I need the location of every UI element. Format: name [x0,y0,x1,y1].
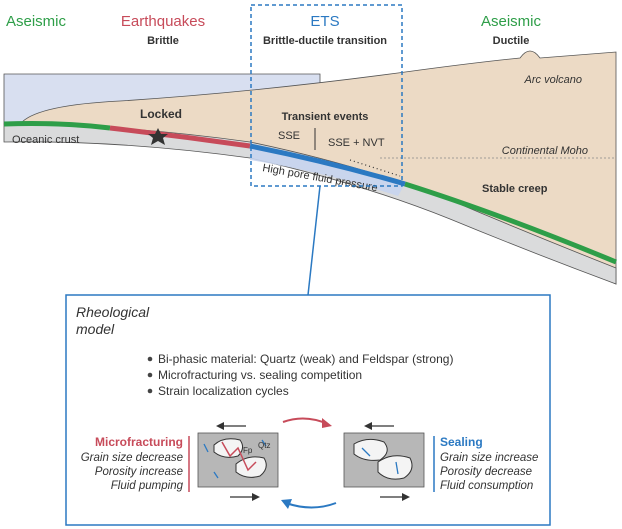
arrowhead-icon [216,422,224,430]
zone-aseismic-left: Aseismic [6,13,67,30]
sealing-sample [343,422,425,501]
stable-creep-label: Stable creep [482,183,548,195]
arrowhead-icon [252,493,260,501]
sealing-line-1: Grain size increase [440,452,538,464]
model-title-line1: Rheological [76,304,150,320]
arrowhead-icon [281,499,292,509]
microfracturing-sample: Fp Qtz [197,422,279,501]
sealing-line-3: Fluid consumption [440,480,533,492]
model-bullets: Bi-phasic material: Quartz (weak) and Fe… [147,352,453,398]
bullet-2: Microfracturing vs. sealing competition [158,368,362,382]
continental-moho-label: Continental Moho [502,145,588,157]
interface-aseismic-left [3,121,111,131]
bullet-dot [147,372,153,378]
microfracturing-line-3: Fluid pumping [111,480,184,492]
sse-nvt-label: SSE + NVT [328,137,385,149]
microfracturing-line-2: Porosity increase [95,466,183,478]
sse-label: SSE [278,130,300,142]
feldspar-grain [353,438,388,461]
nvt-dots [349,159,401,177]
zone-brittle: Brittle [147,35,179,47]
fracture-trace [221,441,257,472]
transient-events-label: Transient events [282,111,369,123]
arrowhead-icon [364,422,372,430]
feldspar-grain [213,438,244,458]
interface-ets [249,143,406,187]
sealing-line-2: Porosity decrease [440,466,532,478]
cycle-arrow-to-microfracturing [285,502,337,509]
locked-label: Locked [140,107,182,121]
ets-highlight-box [250,4,403,187]
locked-star-icon [148,128,168,145]
zone-aseismic-right: Aseismic [481,13,542,30]
fluid-pathways [203,439,267,479]
bullet-3: Strain localization cycles [158,384,289,398]
bullet-dot [147,388,153,394]
rheological-model-box [65,294,551,526]
bullet-dot [147,356,153,362]
high-pore-fluid-zone [250,146,405,196]
interface-stable-creep [404,181,617,265]
qtz-label: Qtz [258,441,270,450]
zone-ets: ETS [310,13,339,30]
microfracturing-line-1: Grain size decrease [81,452,183,464]
interface-seismogenic [109,125,251,149]
connector-line [307,185,321,296]
feldspar-grain [377,455,413,480]
oceanic-crust-label: Oceanic crust [12,134,79,146]
arrowhead-icon [402,493,410,501]
model-title-line2: model [76,321,115,337]
fp-label: Fp [243,446,253,455]
sealing-title: Sealing [440,435,483,449]
arc-volcano-label: Arc volcano [524,74,582,86]
oceanic-slab [3,123,617,285]
bullet-1: Bi-phasic material: Quartz (weak) and Fe… [158,352,453,366]
zone-ductile: Ductile [493,35,530,47]
zone-earthquakes: Earthquakes [121,13,205,30]
sealed-veins [361,447,399,475]
microfracturing-title: Microfracturing [95,435,183,449]
arrowhead-icon [322,418,332,428]
zone-brittle-ductile: Brittle-ductile transition [263,35,387,47]
